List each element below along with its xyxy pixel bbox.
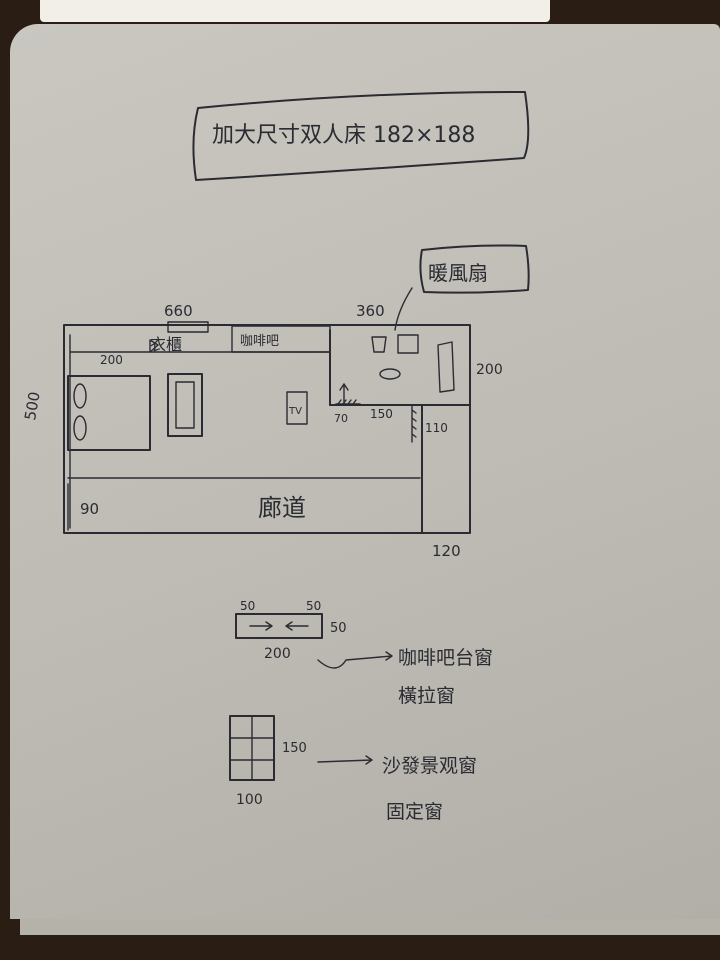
window1-dim-left: 50 — [240, 599, 255, 613]
bathtub-icon — [437, 341, 455, 393]
coffee-bar-box — [231, 325, 331, 353]
window2-pointer-arrow-icon — [317, 755, 373, 765]
dim-110: 110 — [425, 421, 448, 435]
door-arrow-icon — [339, 383, 349, 405]
dim-120: 120 — [432, 542, 461, 560]
dim-90: 90 — [80, 500, 99, 518]
dim-150: 150 — [370, 407, 393, 421]
window1-dim-width: 200 — [264, 646, 291, 662]
shower-drain-icon — [379, 368, 401, 380]
hatched-wall-vertical-icon — [411, 405, 417, 443]
fan-pointer-line — [394, 287, 413, 331]
wardrobe-door-mark — [149, 339, 159, 353]
sliding-arrow-right-icon — [249, 621, 273, 631]
sink-icon — [371, 336, 387, 353]
window1-dim-height: 50 — [330, 621, 347, 636]
dim-200-top: 200 — [100, 353, 123, 367]
sliding-window-sketch — [235, 613, 323, 639]
window1-name: 咖啡吧台窗 — [398, 647, 493, 669]
title-box — [192, 91, 530, 181]
sliding-arrow-left-icon — [285, 621, 309, 631]
window2-name: 沙發景观窗 — [382, 755, 477, 777]
dim-660: 660 — [164, 302, 193, 320]
window2-dim-height: 150 — [282, 741, 307, 756]
window-660-marker — [167, 321, 209, 333]
window1-pointer-arrow-icon — [317, 651, 393, 669]
tv-label: TV — [288, 406, 302, 417]
window2-dim-width: 100 — [236, 792, 263, 808]
window1-dim-right: 50 — [306, 599, 321, 613]
room-outline — [63, 324, 471, 534]
tv — [286, 391, 308, 425]
coffee-bar-label: 咖啡吧 — [240, 334, 279, 349]
dim-70: 70 — [334, 412, 348, 425]
dim-500: 500 — [21, 390, 44, 421]
window2-type: 固定窗 — [386, 801, 443, 823]
pillow-left — [73, 383, 87, 409]
fan-label-box — [419, 244, 530, 294]
fan-label: 暖風扇 — [428, 261, 488, 285]
paper-sheet — [10, 24, 720, 919]
dim-360: 360 — [356, 302, 385, 320]
bed — [67, 375, 151, 451]
fixed-window-grid — [229, 715, 275, 781]
wardrobe-label: 衣櫃 — [150, 335, 182, 354]
corridor-label: 廊道 — [258, 494, 306, 522]
toilet-tank-icon — [397, 334, 419, 354]
title-text: 加大尺寸双人床 182×188 — [212, 123, 475, 148]
dim-200-right: 200 — [476, 362, 503, 378]
hatched-wall-icon — [335, 399, 361, 405]
pillow-right — [73, 415, 87, 441]
sofa-seat — [175, 381, 195, 429]
window1-type: 橫拉窗 — [398, 685, 455, 707]
background-sheet — [40, 0, 550, 22]
sofa — [167, 373, 203, 437]
